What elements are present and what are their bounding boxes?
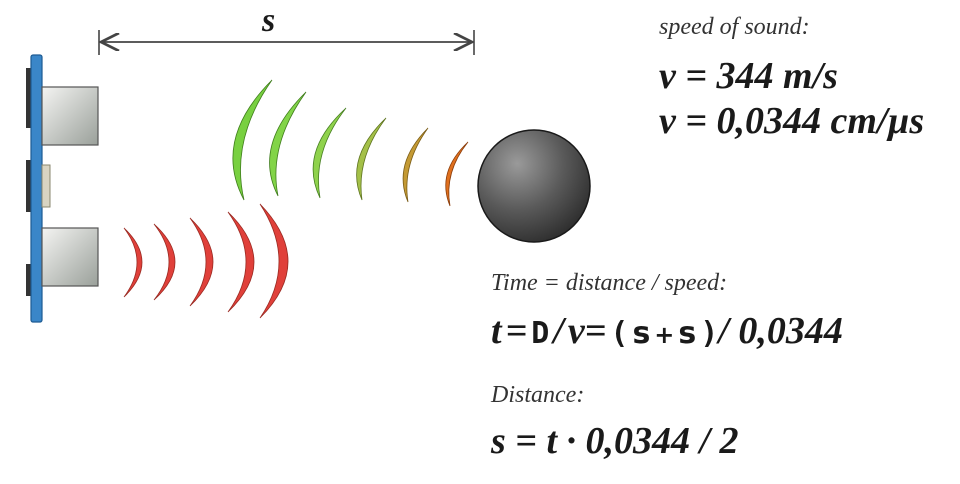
reflected-waves bbox=[232, 79, 469, 207]
time-caption: Time = distance / speed: bbox=[491, 270, 728, 296]
emitted-wave-2 bbox=[153, 223, 176, 301]
crystal bbox=[41, 164, 51, 208]
plus-sign: + bbox=[654, 321, 675, 349]
distance-label: s bbox=[262, 2, 276, 39]
distance-symbol-2: s bbox=[678, 316, 697, 351]
emitted-wave-3 bbox=[189, 217, 214, 307]
distance-formula: s = t · 0,0344 / 2 bbox=[491, 420, 739, 462]
target-object bbox=[477, 129, 591, 243]
pin-header-mid bbox=[26, 160, 33, 212]
pin-header-top bbox=[26, 68, 33, 128]
reflected-wave-5 bbox=[402, 127, 429, 203]
reflected-wave-6 bbox=[445, 141, 469, 207]
emitted-wave-1 bbox=[123, 227, 143, 298]
sensor-board bbox=[30, 54, 43, 323]
receiver-transducer bbox=[41, 86, 99, 146]
transmitter-transducer bbox=[41, 227, 99, 287]
equals-sign-2: = bbox=[584, 310, 607, 352]
left-paren: ( bbox=[610, 316, 629, 351]
divide-sign-1: / bbox=[553, 310, 564, 352]
emitted-wave-5 bbox=[259, 203, 289, 319]
distance-caption: Distance: bbox=[491, 382, 585, 408]
equals-sign-1: = bbox=[505, 310, 528, 352]
time-symbol: t bbox=[491, 310, 502, 352]
reflected-wave-1 bbox=[232, 79, 273, 201]
total-distance-symbol: D bbox=[531, 316, 550, 351]
reflected-wave-2 bbox=[269, 91, 307, 197]
right-paren: ) bbox=[700, 316, 719, 351]
reflected-wave-3 bbox=[312, 107, 347, 199]
speed-cmus: v = 0,0344 cm/µs bbox=[659, 100, 925, 142]
time-formula: t = D / v= ( s + s )/ 0,0344 bbox=[491, 309, 843, 353]
distance-dimension bbox=[98, 30, 475, 55]
pin-header-bottom bbox=[26, 264, 33, 296]
speed-symbol: v bbox=[567, 310, 585, 352]
speed-ms: v = 344 m/s bbox=[659, 55, 838, 97]
reflected-wave-4 bbox=[356, 117, 387, 201]
ultrasonic-sensor bbox=[26, 54, 99, 323]
speed-caption: speed of sound: bbox=[659, 14, 810, 40]
emitted-wave-4 bbox=[227, 211, 255, 313]
emitted-waves bbox=[123, 203, 289, 319]
distance-symbol-1: s bbox=[632, 316, 651, 351]
divide-speed: / 0,0344 bbox=[718, 310, 843, 352]
